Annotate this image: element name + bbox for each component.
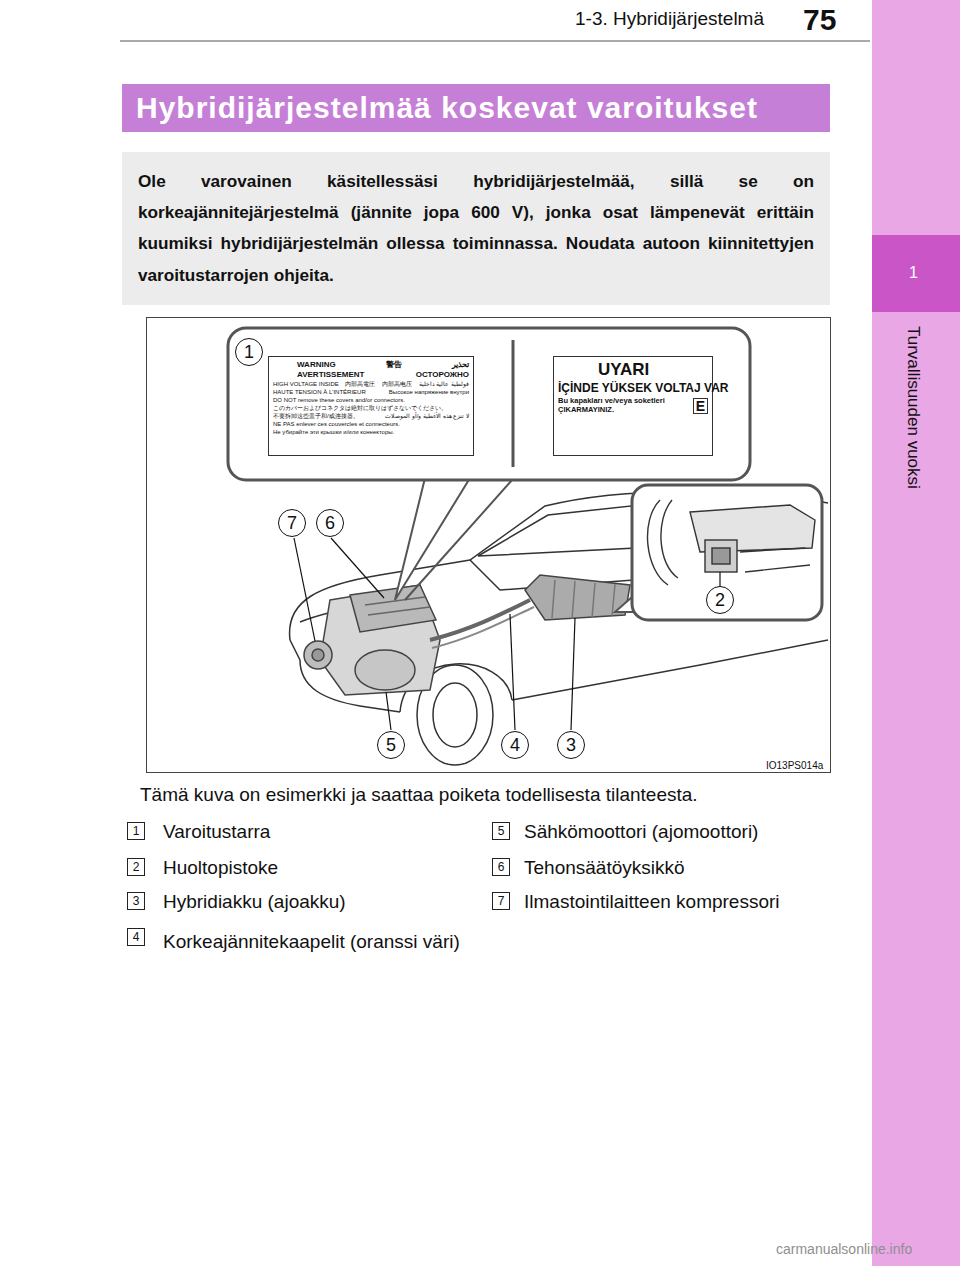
sticker-row: AVERTISSEMENT ОСТОРОЖНО	[297, 370, 469, 380]
figure-code: IO13PS014a	[766, 759, 823, 772]
number-text: 2	[715, 591, 725, 609]
callout-number: 2	[706, 586, 734, 614]
sticker-text: ОСТОРОЖНО	[416, 370, 469, 380]
page-title: Hybridijärjestelmää koskevat varoitukset	[136, 88, 758, 128]
callout-number: 4	[501, 731, 529, 759]
sticker-text: 警告	[386, 360, 402, 370]
sticker-row: HIGH VOLTAGE INSIDE 内部高電圧内部高电压 فولطية عالي…	[273, 380, 469, 388]
sticker-text: AVERTISSEMENT	[297, 370, 364, 380]
header-rule	[120, 41, 870, 42]
sticker-row: UYARI	[598, 360, 708, 380]
list-marker: 1	[127, 822, 145, 840]
sticker-text: لا تنزع هذه الأغطية و/أو الموصلات	[385, 412, 469, 420]
part-name: Tehonsäätöyksikkö	[524, 855, 685, 880]
sticker-text: تحذير	[452, 360, 469, 370]
list-marker: 7	[492, 892, 510, 910]
sticker-text: Высокое напряжение внутри	[389, 388, 469, 396]
sticker-text: Bu kapakları ve/veya soketleri ÇIKARMAYI…	[558, 396, 691, 414]
intro-box: Ole varovainen käsitellessäsi hybridijär…	[122, 152, 830, 305]
part-name: Varoitustarra	[163, 819, 270, 844]
sticker-text: HAUTE TENSION À L'INTÉRIEUR	[273, 388, 366, 396]
sticker-row: DO NOT remove these covers and/or connec…	[273, 396, 469, 404]
number-text: 6	[325, 514, 335, 532]
sticker-row: HAUTE TENSION À L'INTÉRIEUR Высокое напря…	[273, 388, 469, 396]
number-text: 4	[133, 931, 140, 943]
title-band	[122, 84, 830, 132]
sticker-row: このカバーおよびコネクタは絶対に取りはずさないでください。	[273, 404, 469, 412]
list-marker: 5	[492, 822, 510, 840]
sticker-row: Bu kapakları ve/veya soketleri ÇIKARMAYI…	[558, 396, 708, 414]
number-text: 3	[566, 736, 576, 754]
list-marker: 2	[127, 858, 145, 876]
part-name: Korkeajännitekaapelit (oranssi väri)	[163, 925, 473, 959]
callout-number: 1	[235, 338, 263, 366]
list-marker: 3	[127, 892, 145, 910]
figure-frame	[147, 318, 831, 773]
sticker-text: 内部高电压	[382, 380, 412, 388]
chapter-number: 1	[909, 262, 918, 283]
warning-sticker: WARNING警告تحذيرAVERTISSEMENTОСТОРОЖНОHIGH…	[268, 356, 474, 456]
sticker-text: HIGH VOLTAGE INSIDE	[273, 380, 339, 388]
intro-text: Ole varovainen käsitellessäsi hybridijär…	[138, 171, 814, 285]
list-marker: 4	[127, 928, 145, 946]
running-header: 1-3. Hybridijärjestelmä	[575, 6, 764, 31]
callout-number: 5	[377, 731, 405, 759]
number-text: 7	[287, 514, 297, 532]
figure-caption: Tämä kuva on esimerkki ja saattaa poiket…	[140, 783, 698, 807]
number-text: 1	[133, 825, 140, 837]
number-text: 6	[498, 861, 505, 873]
callout-number: 6	[316, 509, 344, 537]
number-text: 5	[498, 825, 505, 837]
sticker-text: DO NOT remove these covers and/or connec…	[273, 396, 405, 404]
number-text: 1	[244, 343, 254, 361]
sticker-row: NE PAS enlever ces couvercles et connect…	[273, 420, 469, 428]
sticker-row: 不要拆卸这些盖子和/或连接器。 لا تنزع هذه الأغطية و/أو …	[273, 412, 469, 420]
callout-number: 7	[278, 509, 306, 537]
service-plug-inset	[615, 485, 822, 620]
page-number: 75	[803, 0, 836, 39]
chapter-tab	[872, 235, 960, 312]
chapter-title: Turvallisuuden vuoksi	[902, 326, 924, 489]
part-name: Ilmastointilaitteen kompressori	[524, 889, 780, 914]
part-name: Hybridiakku (ajoakku)	[163, 889, 346, 914]
watermark: carmanualsonline.info	[776, 1240, 912, 1258]
side-tab	[872, 0, 960, 1266]
sticker-text: NE PAS enlever ces couvercles et connect…	[273, 420, 400, 428]
number-text: 7	[498, 895, 505, 907]
part-name: Sähkömoottori (ajomoottori)	[524, 819, 758, 844]
sticker-text: UYARI	[598, 360, 649, 380]
warning-sticker: UYARIİÇİNDE YÜKSEK VOLTAJ VARBu kapaklar…	[553, 356, 713, 456]
sticker-text: WARNING	[297, 360, 336, 370]
part-name: Huoltopistoke	[163, 855, 278, 880]
sticker-row: İÇİNDE YÜKSEK VOLTAJ VAR	[558, 380, 708, 396]
sticker-text: このカバーおよびコネクタは絶対に取りはずさないでください。	[273, 404, 447, 412]
car-illustration	[290, 492, 828, 765]
number-text: 2	[133, 861, 140, 873]
callout-number: 3	[557, 731, 585, 759]
sticker-row: Не убирайте эти крышки и/или коннекторы.	[273, 428, 469, 436]
sticker-text: Не убирайте эти крышки и/или коннекторы.	[273, 428, 394, 436]
number-text: 3	[133, 895, 140, 907]
sticker-text: E	[693, 398, 708, 414]
sticker-text: İÇİNDE YÜKSEK VOLTAJ VAR	[558, 380, 728, 396]
sticker-row: WARNING 警告 تحذير	[297, 360, 469, 370]
sticker-text: 不要拆卸这些盖子和/或连接器。	[273, 412, 359, 420]
sticker-text: 内部高電圧	[345, 380, 375, 388]
number-text: 4	[510, 736, 520, 754]
sticker-text: فولطية عالية داخلية	[419, 380, 469, 388]
number-text: 5	[386, 736, 396, 754]
list-marker: 6	[492, 858, 510, 876]
